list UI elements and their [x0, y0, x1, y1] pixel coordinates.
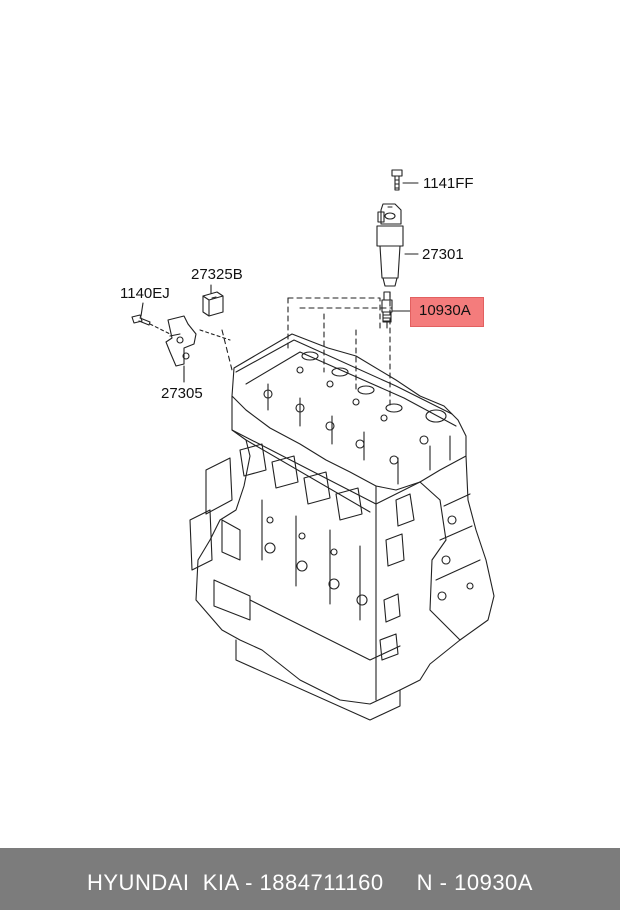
footer-text: HYUNDAI KIA - 1884711160 N - 10930A [87, 870, 533, 895]
screw-drawing [131, 314, 151, 326]
sensor-drawing [202, 291, 224, 317]
bracket-drawing [165, 315, 197, 367]
label-screw: 1140EJ [120, 285, 170, 302]
highlighted-part-box [410, 297, 484, 327]
ignition-coil-drawing [376, 203, 404, 287]
engine-block-drawing [189, 333, 495, 721]
dashed-guides [221, 291, 393, 409]
label-ignition-coil: 27301 [422, 246, 464, 263]
footer-bar: HYUNDAI KIA - 1884711160 N - 10930A [0, 848, 620, 910]
parts-diagram: 1141FF 27301 10930A 27325B 1140EJ 27305 [120, 169, 495, 721]
label-spark-plug: 10930A [419, 302, 471, 319]
engine-diagram-svg [131, 169, 495, 721]
label-bolt: 1141FF [423, 175, 474, 192]
label-sensor: 27325B [191, 266, 243, 283]
leader-line [140, 302, 144, 317]
bolt-drawing [391, 169, 403, 191]
dashed-guide [149, 323, 231, 341]
label-bracket: 27305 [161, 385, 203, 402]
